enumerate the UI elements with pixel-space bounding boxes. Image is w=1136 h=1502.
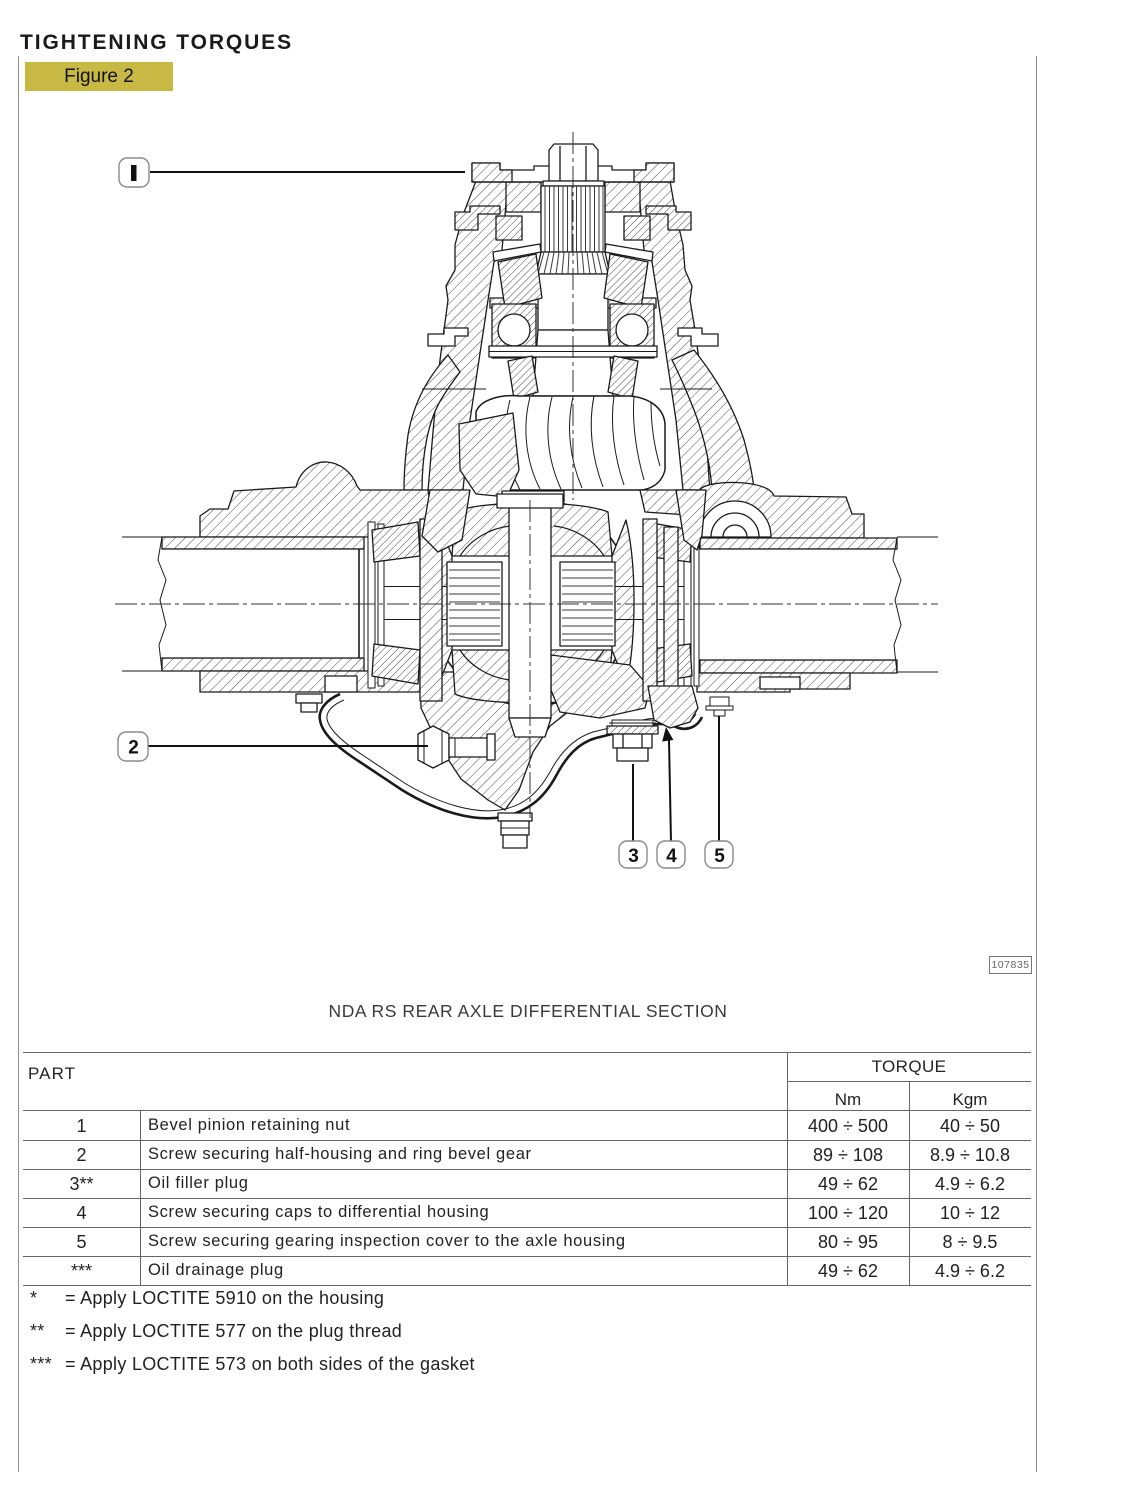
- svg-text:5: 5: [714, 846, 725, 867]
- svg-text:3: 3: [628, 846, 639, 867]
- svg-text:4: 4: [666, 846, 677, 867]
- svg-text:2: 2: [128, 738, 139, 759]
